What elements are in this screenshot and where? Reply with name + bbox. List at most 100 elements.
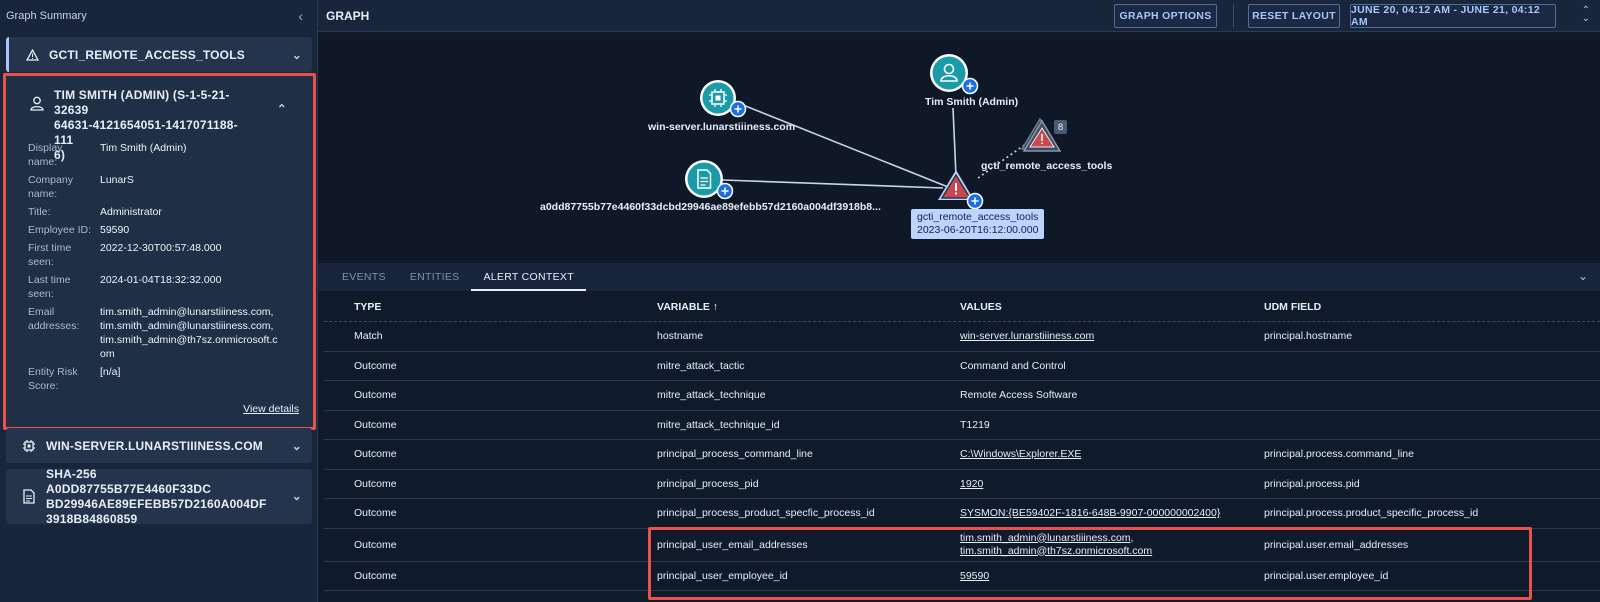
- field-value-line: 2022-12-30T00:57:48.000: [100, 242, 222, 254]
- collapse-chevron-down-icon[interactable]: ⌄: [1577, 269, 1588, 283]
- field-value-line: om: [100, 348, 115, 360]
- value-link[interactable]: win-server.lunarstiiiness.com: [960, 330, 1095, 343]
- value-link[interactable]: SYSMON:{BE59402F-1816-648B-9907-00000000…: [960, 507, 1221, 520]
- rule-card-title: GCTI_REMOTE_ACCESS_TOOLS: [49, 47, 245, 62]
- field-key-line: Entity Risk: [28, 366, 78, 378]
- user-node[interactable]: [930, 53, 980, 98]
- col-udm-header[interactable]: UDM FIELD: [1264, 300, 1322, 313]
- field-value-line: Tim Smith (Admin): [100, 142, 187, 154]
- cell-udm-field: principal.process.pid: [1264, 477, 1360, 490]
- cell-type: Match: [354, 330, 383, 343]
- tab-events[interactable]: EVENTS: [342, 271, 386, 283]
- field-value-line: 59590: [100, 224, 130, 236]
- cell-type: Outcome: [354, 538, 397, 551]
- graph-options-button[interactable]: GRAPH OPTIONS: [1114, 4, 1217, 28]
- hash-title-line: 3918B84860859: [46, 511, 138, 526]
- col-values-header[interactable]: VALUES: [960, 300, 1002, 313]
- tab-alert-context[interactable]: ALERT CONTEXT: [471, 271, 586, 291]
- chevron-down-icon[interactable]: ⌄: [291, 438, 302, 453]
- user-card-title: TIM SMITH (ADMIN) (S-1-5-21-32639 64631-…: [54, 88, 254, 163]
- alert-node[interactable]: [938, 168, 988, 213]
- graph-summary-title: Graph Summary: [6, 10, 87, 22]
- field-key-line: Last time: [28, 274, 71, 286]
- expand-toggle-icon[interactable]: ⌃⌄: [1581, 5, 1590, 24]
- warning-icon: [23, 48, 41, 61]
- hash-entity-card[interactable]: SHA-256 A0DD87755B77E4460F33DC BD29946AE…: [6, 466, 312, 527]
- cell-variable: mitre_attack_technique: [657, 389, 766, 402]
- alert-cluster-node[interactable]: [1018, 117, 1070, 156]
- col-type-header[interactable]: TYPE: [354, 300, 382, 313]
- table-row[interactable]: Outcome mitre_attack_technique_id T1219: [324, 411, 1600, 440]
- cell-udm-field: principal.process.command_line: [1264, 448, 1414, 461]
- cluster-count-badge: 8: [1054, 120, 1067, 134]
- hash-title-line: SHA-256 A0DD87755B77E4460F33DC: [46, 466, 212, 496]
- chip-icon: [20, 439, 38, 453]
- time-range-button[interactable]: JUNE 20, 04:12 AM - JUNE 21, 04:12 AM: [1350, 4, 1556, 28]
- user-title-line: TIM SMITH (ADMIN) (S-1-5-21-32639: [54, 88, 230, 117]
- cell-variable: principal_process_command_line: [657, 448, 813, 461]
- graph-summary-header: Graph Summary ‹: [0, 0, 317, 32]
- reset-layout-button[interactable]: RESET LAYOUT: [1248, 4, 1340, 28]
- hash-card-title: SHA-256 A0DD87755B77E4460F33DC BD29946AE…: [46, 466, 267, 527]
- hash-title-line: BD29946AE89EFEBB57D2160A004DF: [46, 496, 267, 511]
- cell-udm-field: principal.process.product_specific_proce…: [1264, 507, 1479, 520]
- cell-value: tim.smith_admin@lunarstiiiness.com,tim.s…: [960, 532, 1264, 558]
- user-field-value: 2022-12-30T00:57:48.000: [100, 241, 298, 269]
- col-variable-header[interactable]: VARIABLE ↑: [657, 300, 719, 313]
- host-node[interactable]: [699, 79, 749, 122]
- tab-entities[interactable]: ENTITIES: [409, 271, 460, 283]
- view-details-link[interactable]: View details: [243, 403, 299, 415]
- graph-edges: [722, 102, 1031, 192]
- field-key-line: Employee ID:: [28, 224, 92, 236]
- value-link[interactable]: 1920: [960, 477, 984, 490]
- field-value-line: 2024-01-04T18:32:32.000: [100, 274, 222, 286]
- file-icon: [20, 489, 38, 504]
- cell-type: Outcome: [354, 418, 397, 431]
- chevron-down-icon[interactable]: ⌄: [291, 489, 302, 503]
- user-title-line: 64631-4121654051-1417071188-111: [54, 118, 238, 147]
- cell-type: Outcome: [354, 477, 397, 490]
- field-key-line: Display: [28, 142, 63, 154]
- field-key-line: seen:: [28, 288, 54, 300]
- user-field-value: Tim Smith (Admin): [100, 141, 298, 169]
- cell-variable: mitre_attack_technique_id: [657, 418, 780, 431]
- cell-type: Outcome: [354, 359, 397, 372]
- field-key-line: Title:: [28, 206, 51, 218]
- chevron-down-icon[interactable]: ⌄: [291, 47, 302, 62]
- cluster-node-label: gcti_remote_access_tools: [981, 160, 1113, 172]
- value-link[interactable]: tim.smith_admin@lunarstiiiness.com,: [960, 531, 1134, 544]
- value-link[interactable]: C:\Windows\Explorer.EXE: [960, 448, 1082, 461]
- header-divider: [1233, 4, 1234, 28]
- value-link[interactable]: 59590: [960, 569, 990, 582]
- collapse-panel-chevron-left-icon[interactable]: ‹: [298, 8, 303, 24]
- user-field-key: Employee ID:: [28, 223, 100, 237]
- rule-card[interactable]: GCTI_REMOTE_ACCESS_TOOLS ⌄: [6, 37, 312, 72]
- chevron-up-icon[interactable]: ⌃: [276, 102, 287, 116]
- field-key-line: First time: [28, 242, 72, 254]
- cell-variable: principal_process_product_specfic_proces…: [657, 507, 875, 520]
- user-field-value: 2024-01-04T18:32:32.000: [100, 273, 298, 301]
- cell-variable: mitre_attack_tactic: [657, 359, 745, 372]
- alert-node-label: gcti_remote_access_tools 2023-06-20T16:1…: [911, 209, 1045, 239]
- alert-node-label-line1: gcti_remote_access_tools: [917, 211, 1039, 223]
- cell-value: T1219: [960, 419, 1264, 431]
- field-key-line: Company: [28, 174, 73, 186]
- host-entity-card[interactable]: WIN-SERVER.LUNARSTIIINESS.COM ⌄: [6, 428, 312, 463]
- value-link[interactable]: tim.smith_admin@th7sz.onmicrosoft.com: [960, 544, 1153, 557]
- hash-node[interactable]: [684, 159, 736, 204]
- graph-canvas[interactable]: win-server.lunarstiiiness.com Tim Smith …: [318, 33, 1600, 260]
- user-node-label: Tim Smith (Admin): [925, 96, 1019, 108]
- user-field-value: Administrator: [100, 205, 298, 219]
